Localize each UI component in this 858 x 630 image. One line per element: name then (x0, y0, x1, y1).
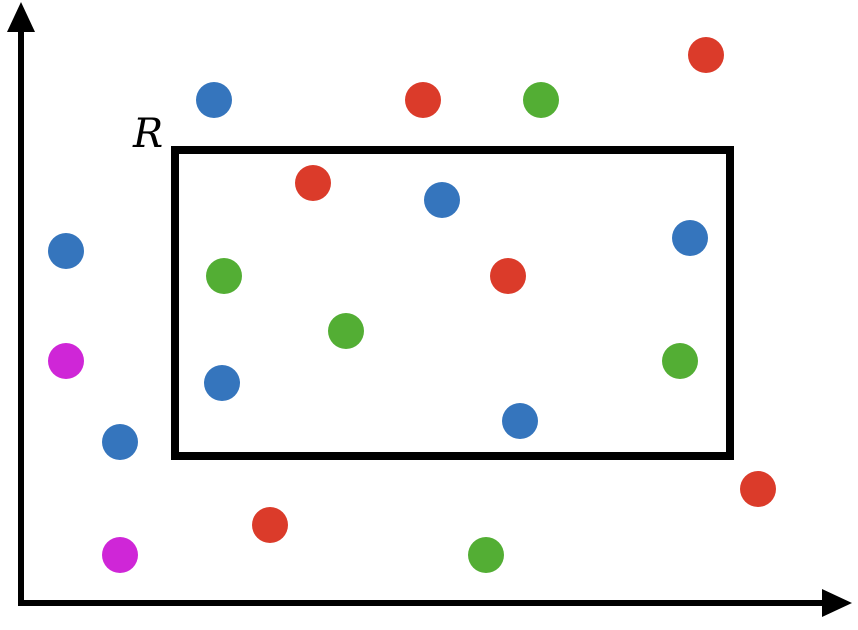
region-label: R (132, 111, 163, 157)
blue-point (48, 233, 84, 269)
green-point (662, 343, 698, 379)
blue-point (196, 82, 232, 118)
points-layer (48, 37, 776, 573)
green-point (523, 82, 559, 118)
x-axis-arrowhead (822, 589, 852, 617)
region-rectangle (171, 146, 734, 460)
red-point (688, 37, 724, 73)
blue-point (502, 403, 538, 439)
green-point (206, 258, 242, 294)
red-point (490, 258, 526, 294)
x-axis (18, 589, 852, 617)
blue-point (424, 182, 460, 218)
red-point (295, 165, 331, 201)
red-point (405, 82, 441, 118)
y-axis-arrowhead (7, 2, 35, 32)
green-point (468, 537, 504, 573)
green-point (328, 313, 364, 349)
magenta-point (48, 343, 84, 379)
blue-point (672, 220, 708, 256)
magenta-point (102, 537, 138, 573)
red-point (252, 507, 288, 543)
y-axis (7, 2, 35, 606)
red-point (740, 471, 776, 507)
blue-point (204, 365, 240, 401)
blue-point (102, 424, 138, 460)
